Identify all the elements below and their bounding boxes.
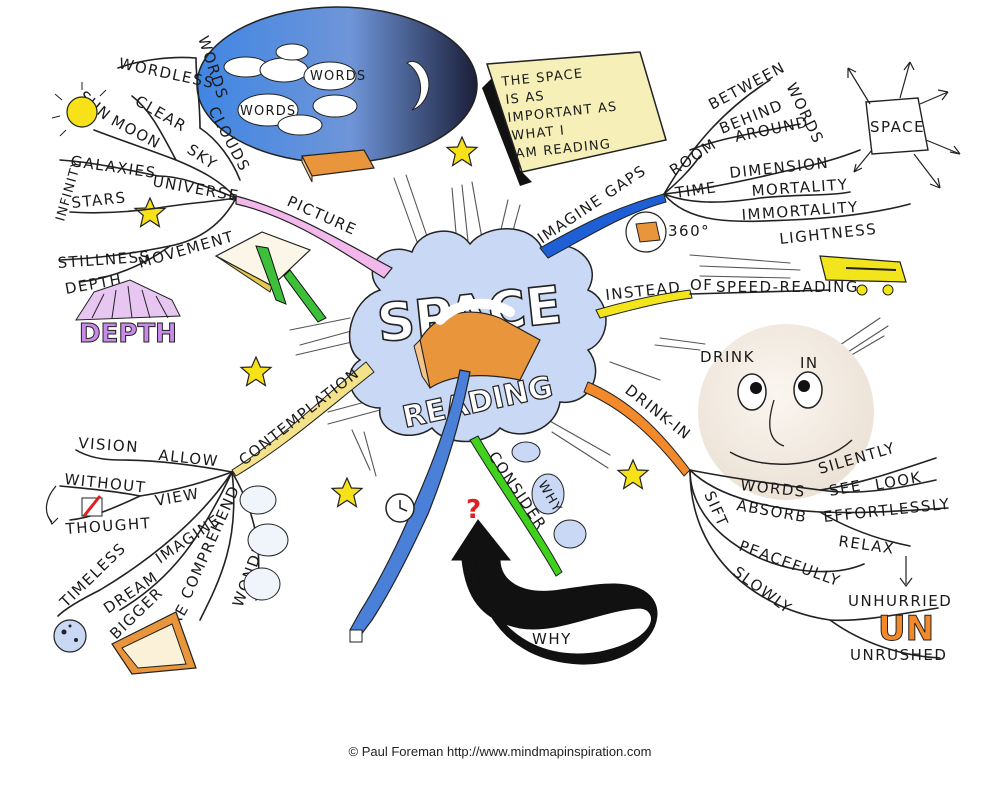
arrow-down-icon — [899, 556, 913, 587]
word-un: UN — [878, 609, 934, 649]
word-see: SEE — [828, 476, 864, 499]
watch-icon — [349, 369, 471, 643]
question-mark-icon: ? — [466, 495, 481, 525]
word-unhurried: UNHURRIED — [848, 592, 952, 610]
word-movement: MOVEMENT — [136, 227, 236, 272]
word-absorb: ABSORB — [735, 496, 808, 526]
word-of: OF — [690, 276, 713, 294]
space-box: SPACE — [847, 61, 961, 189]
why-arrow — [451, 519, 658, 665]
central-topic: SPACE READING — [348, 228, 607, 443]
word-why: WHY — [532, 630, 572, 648]
word-unrushed: UNRUSHED — [850, 646, 947, 664]
word-speed-reading: SPEED-READING — [716, 278, 859, 296]
word-without: WITHOUT — [64, 470, 148, 496]
no-thought-icon — [45, 485, 103, 526]
face-illustration — [698, 324, 874, 500]
copyright-footer: © Paul Foreman http://www.mindmapinspira… — [348, 744, 652, 759]
word-time: TIME — [673, 178, 718, 202]
word-room: ROOM — [666, 135, 720, 180]
word-allow: ALLOW — [158, 446, 220, 470]
word-view: VIEW — [154, 484, 201, 510]
picture-frame-icon — [111, 611, 197, 675]
word-drink: DRINK — [700, 348, 755, 366]
star-icon — [331, 477, 363, 508]
open-book-icon — [214, 231, 327, 323]
word-lightness: LIGHTNESS — [779, 220, 878, 248]
word-sift: SIFT — [700, 488, 732, 530]
note-line-2: IS AS — [505, 89, 546, 108]
word-360: 360° — [668, 222, 710, 240]
book-icon — [413, 298, 541, 389]
depth-big-label: DEPTH — [79, 319, 177, 349]
word-mortality: MORTALITY — [751, 175, 849, 200]
depth-illustration: DEPTH — [75, 279, 181, 350]
word-universe: UNIVERSE — [151, 172, 241, 205]
star-icon — [134, 197, 166, 228]
branch-drink-in — [583, 381, 949, 659]
why-cloud — [511, 441, 587, 549]
note-line-4: WHAT I — [511, 123, 566, 144]
sun-icon — [51, 82, 107, 137]
branch-consider — [469, 435, 563, 577]
branch-imagine-gaps — [539, 79, 911, 259]
word-effortlessly: EFFORTLESSLY — [823, 495, 952, 526]
book-icon — [301, 149, 375, 183]
word-sky: SKY — [184, 140, 221, 173]
quote-note: THE SPACE IS AS IMPORTANT AS WHAT I AM R… — [482, 51, 667, 186]
speeding-book-icon — [819, 255, 907, 296]
radiating-lines — [289, 174, 889, 477]
word-relax: RELAX — [837, 532, 896, 558]
space-box-label: SPACE — [870, 118, 925, 136]
word-thought: THOUGHT — [64, 514, 152, 538]
star-icon — [446, 136, 478, 167]
wonder-clouds — [239, 485, 289, 601]
word-in: IN — [800, 354, 819, 372]
word-stars: STARS — [71, 188, 128, 212]
book-icon — [625, 211, 667, 253]
branch-instead — [595, 289, 831, 319]
planet-icon — [53, 619, 87, 653]
sky-words-label-1: WORDS — [310, 69, 366, 84]
star-icon — [240, 356, 272, 387]
sky-illustration: WORDS WORDS — [196, 6, 478, 164]
word-look: LOOK — [874, 468, 924, 494]
word-vision: VISION — [78, 434, 140, 456]
star-icon — [617, 459, 649, 490]
sky-words-label-2: WORDS — [240, 104, 296, 119]
